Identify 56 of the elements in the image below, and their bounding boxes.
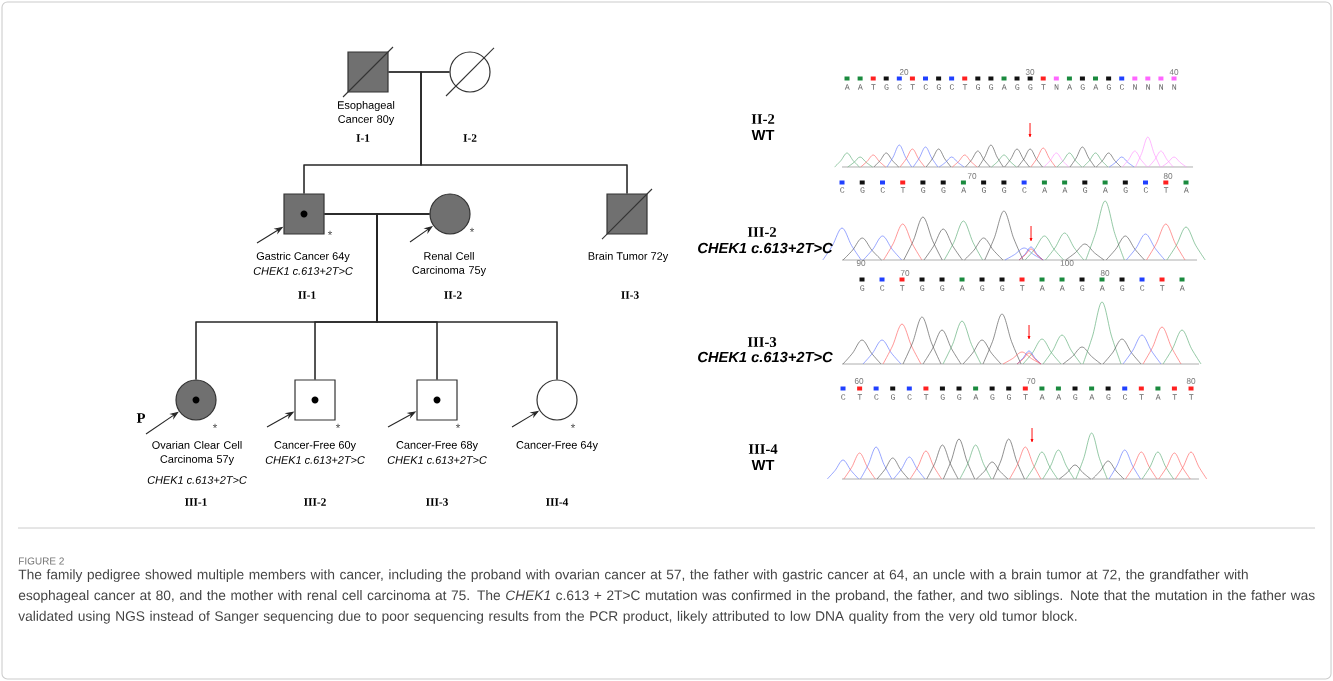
member-id: II-1 <box>298 291 316 299</box>
base-sequence: G C T G G A G G T A A G A G C T A <box>860 285 1185 291</box>
asterisk-mark: * <box>570 423 576 429</box>
condition-label: Renal Cell Carcinoma 75y <box>412 251 487 277</box>
sample-id: II-2 <box>751 114 775 124</box>
member-id: III-1 <box>185 498 207 506</box>
proband-letter: P <box>136 413 146 423</box>
descent-line <box>376 213 558 380</box>
tick-number: 70 <box>967 173 977 179</box>
asterisk-mark: * <box>469 227 475 233</box>
proband-arrow <box>145 411 179 435</box>
tick-number: 100 <box>1060 260 1074 266</box>
condition-label: Brain Tumor 72y <box>588 251 669 263</box>
tick-number: 40 <box>1169 69 1179 75</box>
member-id: I-1 <box>356 134 370 142</box>
asterisk-mark: * <box>212 423 218 429</box>
condition-label: Esophageal Cancer 80y <box>338 100 395 126</box>
tick-number: 80 <box>1186 378 1196 384</box>
mutation-label: CHEK1 c.613+2T>C <box>147 476 247 484</box>
condition-label: Cancer-Free 64y <box>516 441 598 451</box>
base-sequence: C G C T G G A G G C A A G A G C T A <box>840 187 1189 193</box>
genotype-label: CHEK1 c.613+2T>C <box>698 351 833 363</box>
tick-number: 90 <box>856 260 866 266</box>
mutation-label: CHEK1 c.613+2T>C <box>387 456 487 464</box>
caption-text: The family pedigree showed multiple members with cancer, including the proband with ovarian cancer at 57, the father with gastric cancer at 64, an uncle with a brain tumor at 72, the grandfather with esophageal cancer at 80, and the mother with renal cell carcinoma at 75. The CHEK1 c.613 + 2T>C mutation was confirmed in the proband, the father, and two siblings. Note that the mutation in the father was validated using NGS instead of Sanger sequencing due to poor sequencing results from the PCR product, likely attributed to low DNA quality from the very old tumor block. <box>18 569 1315 624</box>
member-id: III-4 <box>546 498 569 506</box>
genotype-label: WT <box>751 459 775 471</box>
tick-number: 80 <box>1163 173 1173 179</box>
mutation-label: CHEK1 c.613+2T>C <box>265 456 365 464</box>
figure-number: FIGURE 2 <box>19 557 64 565</box>
tick-number: 70 <box>900 270 910 276</box>
sample-id: III-4 <box>748 444 778 454</box>
sample-id: III-2 <box>747 227 777 237</box>
genotype-label: WT <box>751 129 775 141</box>
asterisk-mark: * <box>335 423 341 429</box>
condition-label: Gastric Cancer 64y <box>256 251 350 263</box>
tick-number: 80 <box>1100 270 1110 276</box>
tick-number: 60 <box>854 378 864 384</box>
condition-label: Cancer-Free 68y <box>396 441 478 451</box>
member-id: I-2 <box>463 134 477 142</box>
tick-number: 30 <box>1025 69 1035 75</box>
member-id: II-2 <box>444 291 462 299</box>
base-sequence: A A T G C T C G C T G G A G G T N A G A G C N N N N <box>844 84 1177 90</box>
base-sequence: C T C G C T G G A G G T A A G A G C T A T T <box>841 394 1194 400</box>
tick-number: 70 <box>1026 378 1036 384</box>
condition-label: Cancer-Free 60y <box>274 441 356 451</box>
sample-id: III-3 <box>747 337 777 347</box>
member-id: III-3 <box>426 498 448 506</box>
genotype-label: CHEK1 c.613+2T>C <box>698 242 833 254</box>
asterisk-mark: * <box>327 230 333 236</box>
tick-number: 20 <box>899 69 909 75</box>
member-id: III-2 <box>304 498 326 506</box>
condition-label: Ovarian Clear Cell Carcinoma 57y <box>152 440 242 466</box>
asterisk-mark: * <box>455 423 461 429</box>
member-id: II-3 <box>621 291 639 299</box>
mutation-label: CHEK1 c.613+2T>C <box>253 267 353 275</box>
